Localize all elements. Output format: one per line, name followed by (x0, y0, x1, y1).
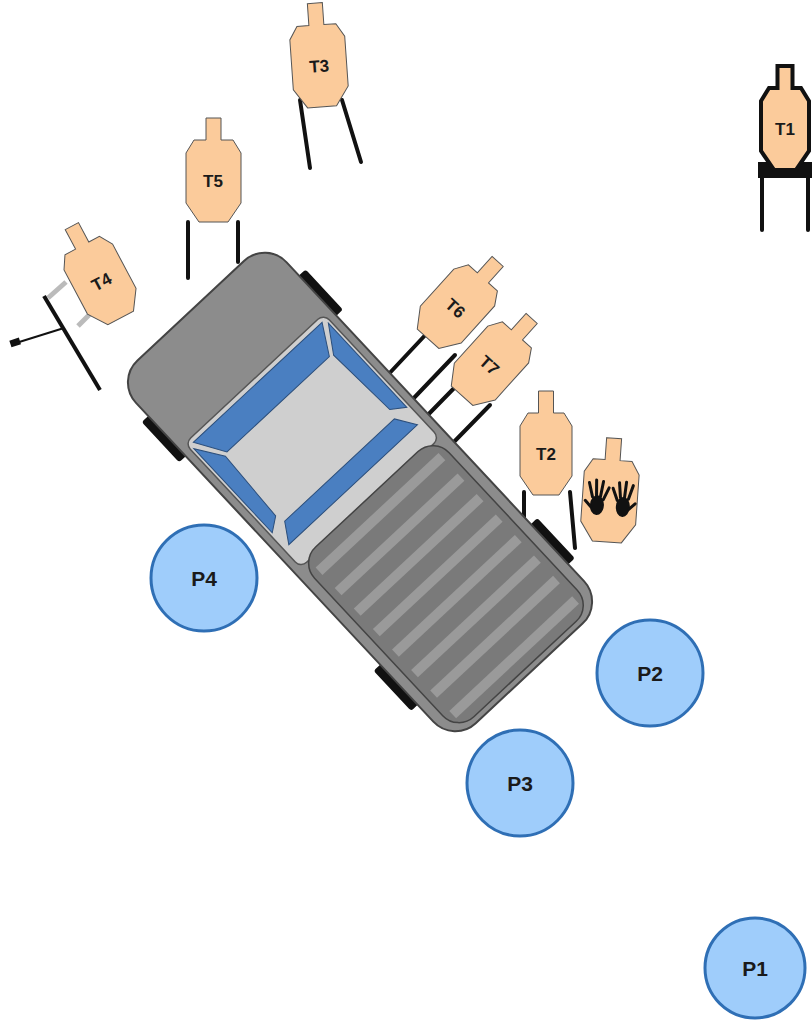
target-silhouette (520, 391, 572, 496)
target-silhouette (186, 118, 241, 223)
target-label: T5 (203, 173, 223, 190)
side-window (315, 323, 407, 419)
target: T5 (186, 118, 241, 223)
finger-marks (585, 479, 637, 509)
side-window (194, 436, 286, 532)
position-label: P1 (742, 958, 768, 979)
target: T1 (761, 66, 809, 171)
target: T4 (47, 213, 145, 332)
shooting-position: P4 (149, 523, 259, 633)
swinger-handle-grip (9, 338, 21, 348)
target-silhouette (287, 1, 349, 110)
truck-body (116, 240, 605, 743)
target-label: T3 (308, 57, 329, 75)
stand-leg (342, 100, 361, 162)
windshield (193, 322, 342, 464)
stand-leg (186, 222, 190, 278)
stand-leg (236, 222, 240, 262)
shooting-position: P2 (595, 618, 705, 728)
target-silhouette (47, 213, 145, 332)
swinger-arm (48, 282, 66, 298)
pickup-truck (109, 234, 611, 750)
target-silhouette (761, 66, 809, 171)
position-label: P4 (191, 568, 217, 589)
target-label: T2 (536, 446, 556, 463)
stand-leg (300, 100, 310, 168)
bed-ribs (319, 457, 576, 715)
swinger-handle (16, 328, 64, 343)
shooting-position: P1 (703, 916, 807, 1020)
stand-leg (385, 330, 430, 378)
position-label: P2 (637, 663, 663, 684)
target-silhouette (579, 436, 641, 544)
stand-leg (570, 492, 575, 548)
target-label: T1 (775, 121, 795, 138)
no-shoot-target (579, 436, 641, 544)
position-label: P3 (507, 773, 533, 794)
shooting-position: P3 (465, 728, 575, 838)
target: T2 (520, 391, 572, 496)
target: T3 (287, 1, 349, 110)
